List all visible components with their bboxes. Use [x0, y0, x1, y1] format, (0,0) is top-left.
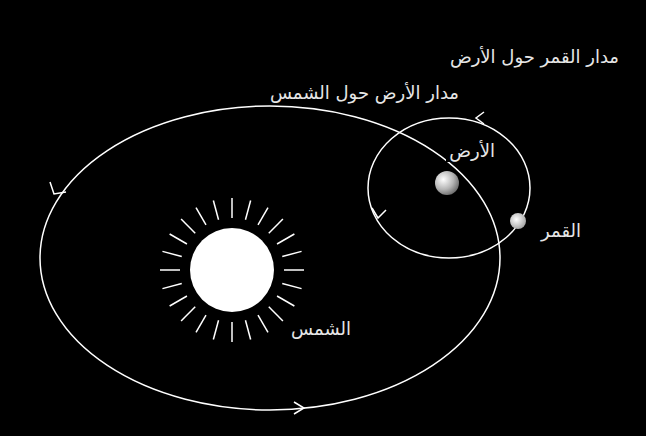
sun-label: الشمس	[288, 318, 354, 340]
direction-arrow	[50, 182, 66, 194]
sun-ray	[231, 322, 233, 342]
sun-ray	[258, 315, 268, 332]
sun-ray	[269, 219, 283, 233]
moon-orbit-label: مدار القمر حول الأرض	[447, 46, 622, 68]
direction-arrow	[476, 112, 484, 124]
sun-ray	[269, 307, 283, 321]
sun-ray	[170, 296, 187, 306]
sun-ray	[282, 283, 301, 288]
sun-ray	[160, 269, 180, 271]
direction-arrow	[372, 208, 386, 218]
sun-ray	[277, 296, 294, 306]
sun-ray	[258, 208, 268, 225]
sun-ray	[162, 283, 181, 288]
sun-disc	[190, 228, 274, 312]
sun-rays	[160, 198, 304, 342]
sun-ray	[181, 307, 195, 321]
sun-ray	[162, 251, 181, 256]
earth-orbit-label: مدار الأرض حول الشمس	[267, 82, 462, 104]
sun-ray	[213, 320, 218, 339]
moon-globe	[510, 213, 526, 229]
sun-ray	[196, 315, 206, 332]
sun-ray	[196, 208, 206, 225]
sun-ray	[170, 234, 187, 244]
sun-ray	[245, 200, 250, 219]
sun-ray	[277, 234, 294, 244]
sun-ray	[213, 200, 218, 219]
sun-ray	[245, 320, 250, 339]
sun-ray	[282, 251, 301, 256]
direction-arrow	[294, 402, 304, 414]
sun-ray	[284, 269, 304, 271]
moon-label: القمر	[538, 220, 584, 242]
sun-ray	[231, 198, 233, 218]
sun-ray	[181, 219, 195, 233]
earth-globe	[435, 171, 459, 195]
moon-orbit	[368, 118, 530, 258]
earth-label: الأرض	[446, 140, 498, 162]
earth-orbit	[40, 106, 500, 410]
